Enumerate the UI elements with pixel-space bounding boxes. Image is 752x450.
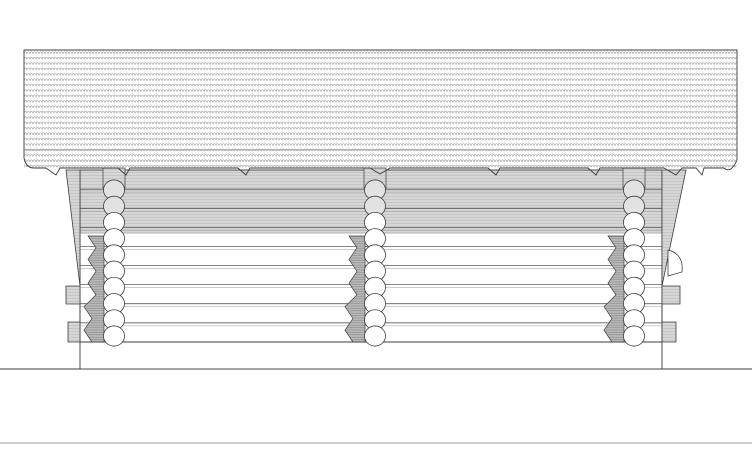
corner-notch-hatch [344, 235, 366, 343]
log-end [623, 325, 645, 347]
foundation [79, 341, 663, 370]
log-corner [344, 167, 387, 347]
corner-notch-hatch [603, 235, 625, 343]
log-corner [83, 167, 126, 347]
log-corners [83, 167, 646, 347]
ground [0, 368, 752, 444]
side-overhangs [65, 169, 687, 343]
corner-notch-hatch [83, 235, 105, 343]
roof [23, 49, 738, 176]
log-end [103, 325, 125, 347]
log-end [364, 325, 386, 347]
log-corner [603, 167, 646, 347]
